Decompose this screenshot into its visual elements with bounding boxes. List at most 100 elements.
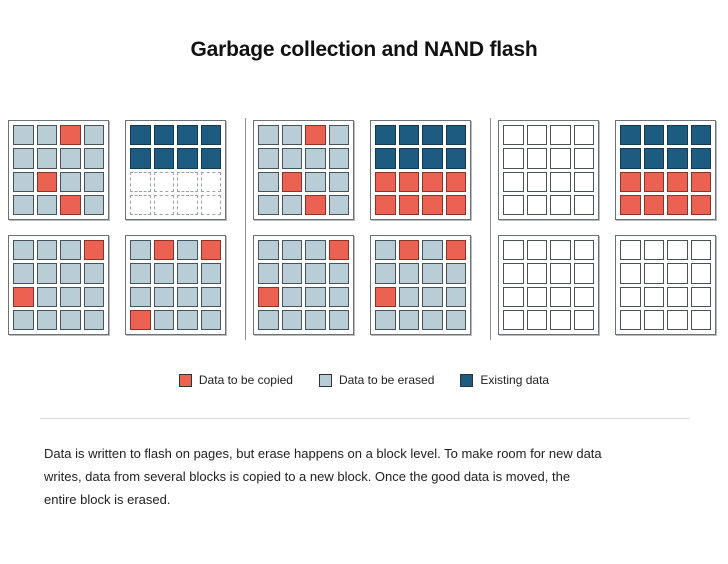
legend-swatch-existing <box>460 373 474 387</box>
legend-swatch-erase <box>318 373 332 387</box>
page-cell-3-1 <box>258 171 279 192</box>
page-cell-2-4 <box>573 263 594 284</box>
page-cell-4-4 <box>445 194 466 215</box>
page-cell-4-3 <box>305 309 326 330</box>
page-cell-1-3 <box>422 125 443 146</box>
page-cell-3-1 <box>13 171 34 192</box>
page-grid <box>503 125 594 215</box>
page-cell-4-1 <box>503 194 524 215</box>
page-cell-4-1 <box>13 194 34 215</box>
page-cell-3-2 <box>643 286 664 307</box>
page-grid <box>375 240 466 330</box>
page-cell-2-2 <box>526 263 547 284</box>
page-cell-2-3 <box>305 148 326 169</box>
page-cell-2-2 <box>153 263 174 284</box>
page-cell-2-2 <box>643 263 664 284</box>
page-cell-4-2 <box>643 309 664 330</box>
page-cell-2-1 <box>13 148 34 169</box>
page-cell-3-4 <box>573 171 594 192</box>
page-cell-4-2 <box>36 309 57 330</box>
page-cell-2-2 <box>36 263 57 284</box>
page-cell-2-4 <box>200 148 221 169</box>
page-cell-1-4 <box>328 240 349 261</box>
page-cell-1-4 <box>445 240 466 261</box>
page-cell-2-2 <box>398 263 419 284</box>
page-cell-2-4 <box>328 263 349 284</box>
page-cell-1-3 <box>550 240 571 261</box>
page-grid <box>503 240 594 330</box>
page-cell-3-1 <box>503 286 524 307</box>
page-cell-2-4 <box>445 148 466 169</box>
page-title: Garbage collection and NAND flash <box>190 38 538 61</box>
page-grid <box>258 125 349 215</box>
page-cell-4-2 <box>398 309 419 330</box>
nand-flash-diagram <box>0 118 728 343</box>
legend-label: Data to be erased <box>338 373 435 387</box>
block-1 <box>8 120 109 220</box>
page-cell-3-4 <box>445 286 466 307</box>
block-9 <box>498 120 599 220</box>
page-cell-3-1 <box>375 286 396 307</box>
page-cell-3-2 <box>153 171 174 192</box>
page-cell-1-3 <box>667 125 688 146</box>
page-cell-2-1 <box>375 148 396 169</box>
page-cell-3-3 <box>177 286 198 307</box>
page-cell-2-3 <box>60 263 81 284</box>
page-cell-2-2 <box>526 148 547 169</box>
page-cell-3-3 <box>305 286 326 307</box>
page-cell-2-4 <box>83 148 104 169</box>
page-cell-3-3 <box>177 171 198 192</box>
page-cell-2-4 <box>328 148 349 169</box>
block-4 <box>125 235 226 335</box>
page-grid <box>13 240 104 330</box>
page-cell-3-4 <box>445 171 466 192</box>
page-cell-3-3 <box>422 171 443 192</box>
block-3 <box>8 235 109 335</box>
page-grid <box>258 240 349 330</box>
page-cell-3-2 <box>281 286 302 307</box>
page-cell-3-4 <box>690 286 711 307</box>
page-cell-1-2 <box>281 125 302 146</box>
page-cell-2-1 <box>375 263 396 284</box>
page-cell-1-1 <box>620 240 641 261</box>
block-12 <box>615 235 716 335</box>
page-cell-3-2 <box>281 171 302 192</box>
page-cell-3-4 <box>200 171 221 192</box>
page-cell-1-1 <box>620 125 641 146</box>
page-cell-1-2 <box>281 240 302 261</box>
legend-item-copy: Data to be copied <box>178 373 293 387</box>
page-cell-1-3 <box>667 240 688 261</box>
page-cell-4-3 <box>550 309 571 330</box>
page-cell-1-4 <box>200 240 221 261</box>
page-cell-1-3 <box>60 125 81 146</box>
page-cell-4-4 <box>328 309 349 330</box>
page-cell-4-4 <box>573 194 594 215</box>
page-cell-2-3 <box>177 263 198 284</box>
page-cell-1-3 <box>177 240 198 261</box>
section-divider-1 <box>245 118 246 340</box>
block-7 <box>253 235 354 335</box>
page-grid <box>620 125 711 215</box>
stage-2-after-copy <box>253 118 485 343</box>
page-cell-1-1 <box>375 240 396 261</box>
page-cell-4-1 <box>375 194 396 215</box>
page-cell-3-4 <box>200 286 221 307</box>
page-cell-1-4 <box>83 125 104 146</box>
page-cell-3-1 <box>375 171 396 192</box>
page-cell-4-1 <box>503 309 524 330</box>
page-cell-1-2 <box>398 240 419 261</box>
page-grid <box>130 125 221 215</box>
section-divider-2 <box>490 118 491 340</box>
page-cell-4-1 <box>258 309 279 330</box>
page-cell-3-3 <box>667 286 688 307</box>
page-cell-3-2 <box>36 286 57 307</box>
page-cell-3-2 <box>153 286 174 307</box>
page-cell-1-4 <box>690 240 711 261</box>
page-cell-2-3 <box>667 263 688 284</box>
block-10 <box>615 120 716 220</box>
page-cell-1-4 <box>200 125 221 146</box>
page-cell-4-3 <box>305 194 326 215</box>
page-cell-4-3 <box>177 194 198 215</box>
page-cell-2-1 <box>503 263 524 284</box>
